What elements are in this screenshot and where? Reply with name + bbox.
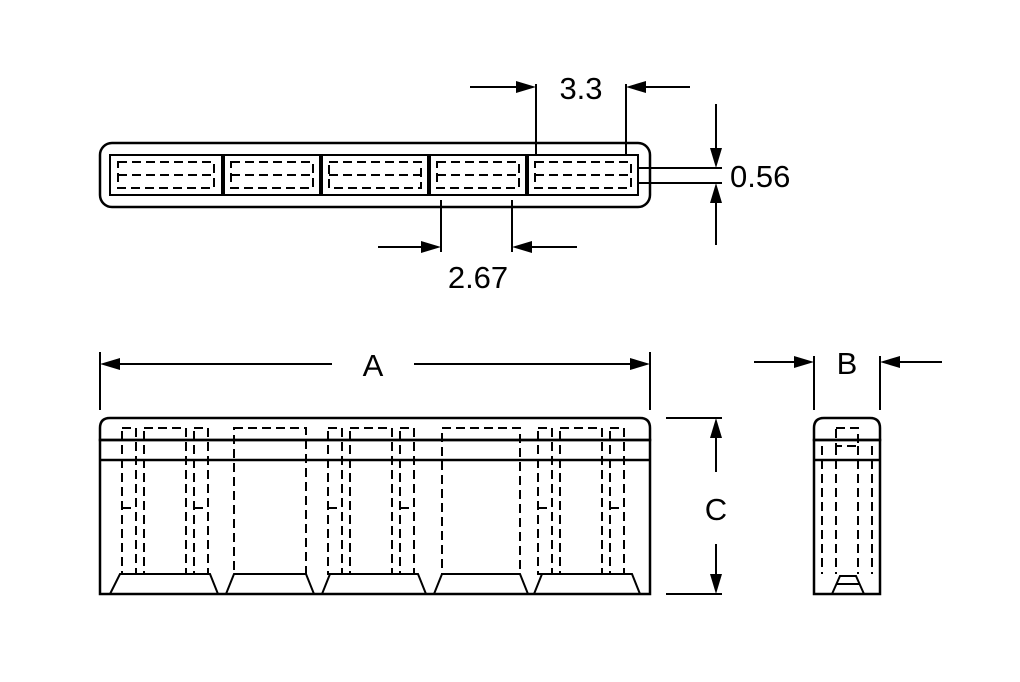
side-view-body <box>812 438 882 596</box>
top-view-outline <box>98 141 652 209</box>
dimension-height: C <box>666 417 727 595</box>
front-view-bevels <box>109 573 641 595</box>
front-view-cap <box>98 416 652 442</box>
dimension-length: A <box>99 348 651 410</box>
side-view: B <box>754 346 942 596</box>
length-label: A <box>363 348 384 383</box>
height-label: C <box>705 492 727 527</box>
cavity-2 <box>223 154 321 196</box>
cavity-1 <box>109 154 223 196</box>
pitch-label: 3.3 <box>559 71 602 106</box>
top-view: 3.3 0.56 2.67 <box>98 71 790 295</box>
dimension-width: B <box>754 346 942 410</box>
side-view-cap <box>812 416 882 442</box>
dimension-gap: 2.67 <box>378 200 577 295</box>
cavity-5 <box>527 154 639 196</box>
top-view-cavities <box>109 154 639 196</box>
dimension-thickness: 0.56 <box>638 104 790 245</box>
thickness-label: 0.56 <box>730 159 790 194</box>
front-view: A C <box>98 348 727 596</box>
width-label: B <box>837 346 858 381</box>
cavity-3 <box>321 154 429 196</box>
cavity-4 <box>429 154 527 196</box>
gap-label: 2.67 <box>448 260 508 295</box>
dimension-pitch: 3.3 <box>470 71 690 155</box>
front-view-body <box>98 438 652 596</box>
front-view-hidden-contacts <box>121 427 625 575</box>
